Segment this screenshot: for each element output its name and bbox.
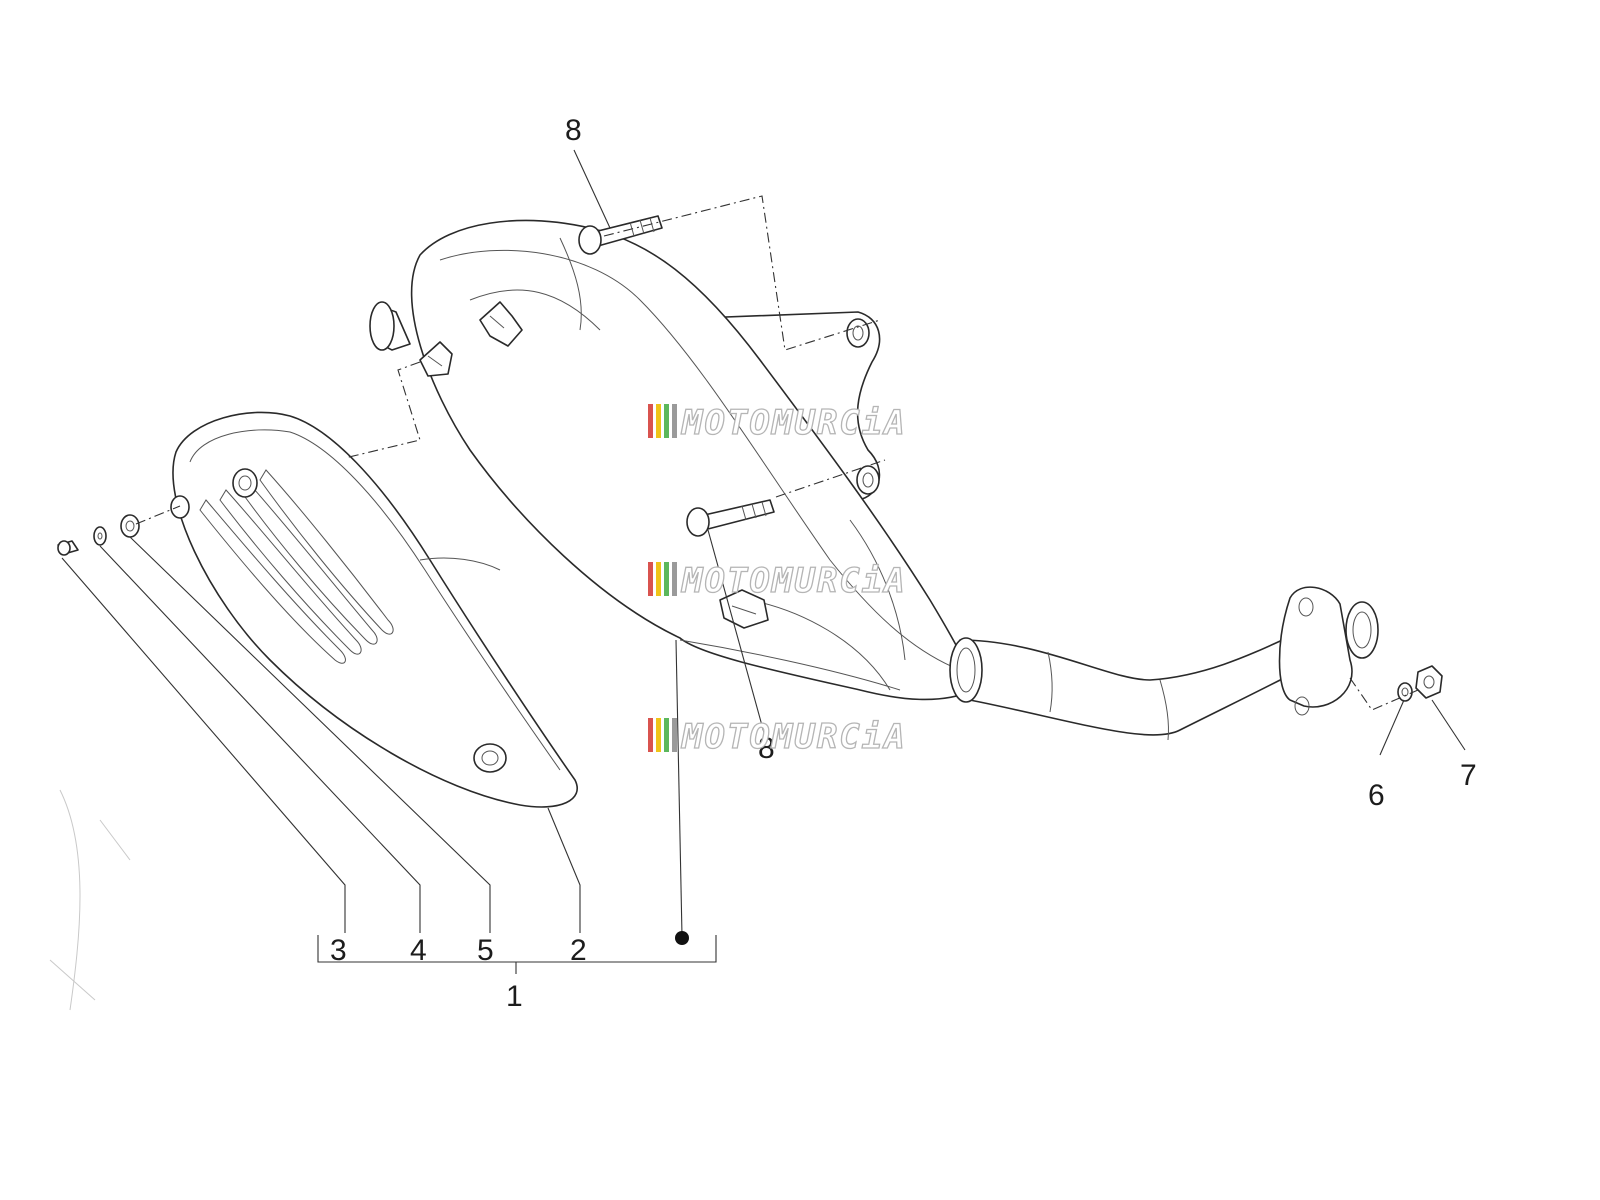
assembly-lines xyxy=(135,195,1419,711)
watermark-2: MOTOMURCiA xyxy=(648,560,907,602)
nut xyxy=(1415,665,1443,699)
watermark-3: MOTOMURCiA xyxy=(648,716,907,758)
wm-stripe-red xyxy=(648,562,653,596)
wm-stripe-red xyxy=(648,404,653,438)
spring-clip-left xyxy=(419,341,453,377)
wm-stripe-green xyxy=(664,562,669,596)
exhaust-flange xyxy=(1278,586,1379,716)
spring-clip-upper xyxy=(479,301,523,347)
wm-stripe-grey xyxy=(672,562,677,596)
callout-5: 5 xyxy=(477,934,494,967)
assembly-bullet xyxy=(675,931,689,945)
watermark-text: MOTOMURCiA xyxy=(681,403,907,443)
grommet xyxy=(120,514,140,538)
watermark-text: MOTOMURCiA xyxy=(681,717,907,757)
wm-stripe-green xyxy=(664,718,669,752)
wm-stripe-green xyxy=(664,404,669,438)
callouts: 8 3 4 5 2 1 6 7 8 xyxy=(330,114,1477,1013)
bolt-lower xyxy=(686,499,775,537)
wm-stripe-yellow xyxy=(656,562,661,596)
silencer-body xyxy=(369,219,976,701)
wm-stripe-red xyxy=(648,718,653,752)
wm-stripe-grey xyxy=(672,404,677,438)
leader-lines xyxy=(61,149,1466,974)
callout-6: 6 xyxy=(1368,779,1385,812)
callout-8: 8 xyxy=(565,114,582,147)
callout-3: 3 xyxy=(330,934,347,967)
callout-2: 2 xyxy=(570,934,587,967)
watermark-text: MOTOMURCiA xyxy=(681,561,907,601)
heat-shield xyxy=(170,411,578,808)
callout-4: 4 xyxy=(410,934,427,967)
wm-stripe-yellow xyxy=(656,718,661,752)
callout-7: 7 xyxy=(1460,759,1477,792)
watermark-1: MOTOMURCiA xyxy=(648,402,907,444)
callout-1: 1 xyxy=(506,980,523,1013)
exhaust-pipe xyxy=(949,631,1331,741)
heat-shield-grille xyxy=(199,469,394,664)
callout-8-lower: 8 xyxy=(758,732,775,765)
background-sketch xyxy=(49,789,131,1011)
bolt-upper xyxy=(578,215,663,255)
washer xyxy=(93,526,107,546)
wm-stripe-yellow xyxy=(656,404,661,438)
wm-stripe-grey xyxy=(672,718,677,752)
screw xyxy=(57,540,79,556)
washer-right xyxy=(1397,682,1413,702)
